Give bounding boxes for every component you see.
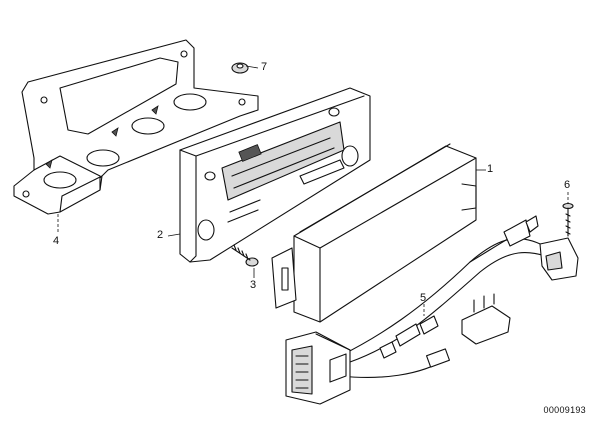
control-unit	[271, 143, 477, 323]
nut	[231, 62, 249, 74]
wiring-harness	[285, 215, 579, 405]
callout-2: 2	[157, 229, 164, 241]
carrier-plate	[179, 87, 371, 263]
callout-5: 5	[420, 292, 427, 304]
callout-7: 7	[261, 61, 268, 73]
callout-6: 6	[564, 179, 571, 191]
callout-4: 4	[53, 235, 60, 247]
document-id: 00009193	[543, 405, 586, 415]
callout-3: 3	[250, 279, 257, 291]
mounting-bracket	[13, 39, 259, 215]
screw	[231, 244, 259, 267]
small-screw	[562, 202, 574, 237]
callout-1: 1	[487, 163, 494, 175]
